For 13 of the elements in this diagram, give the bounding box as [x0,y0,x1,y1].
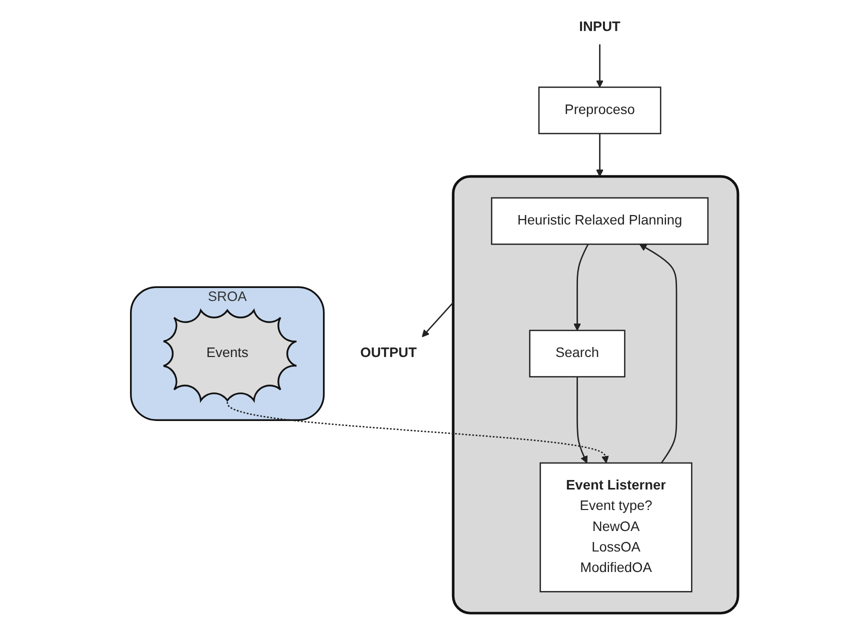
node-box: Event Listerner Event type? NewOA LossOA ModifiedOA [539,462,692,592]
node-box: Heuristic Relaxed Planning [490,197,708,245]
arrow [638,244,677,464]
arrow [576,376,588,464]
node-box: Search [528,330,625,378]
node-text: OUTPUT [360,346,416,360]
node-box: Preproceso [538,86,661,134]
arrow [596,134,604,177]
arrow [596,44,604,88]
cluster [451,175,739,614]
arrow [573,244,588,331]
arrow [421,302,454,338]
node-text: INPUT [578,20,620,34]
